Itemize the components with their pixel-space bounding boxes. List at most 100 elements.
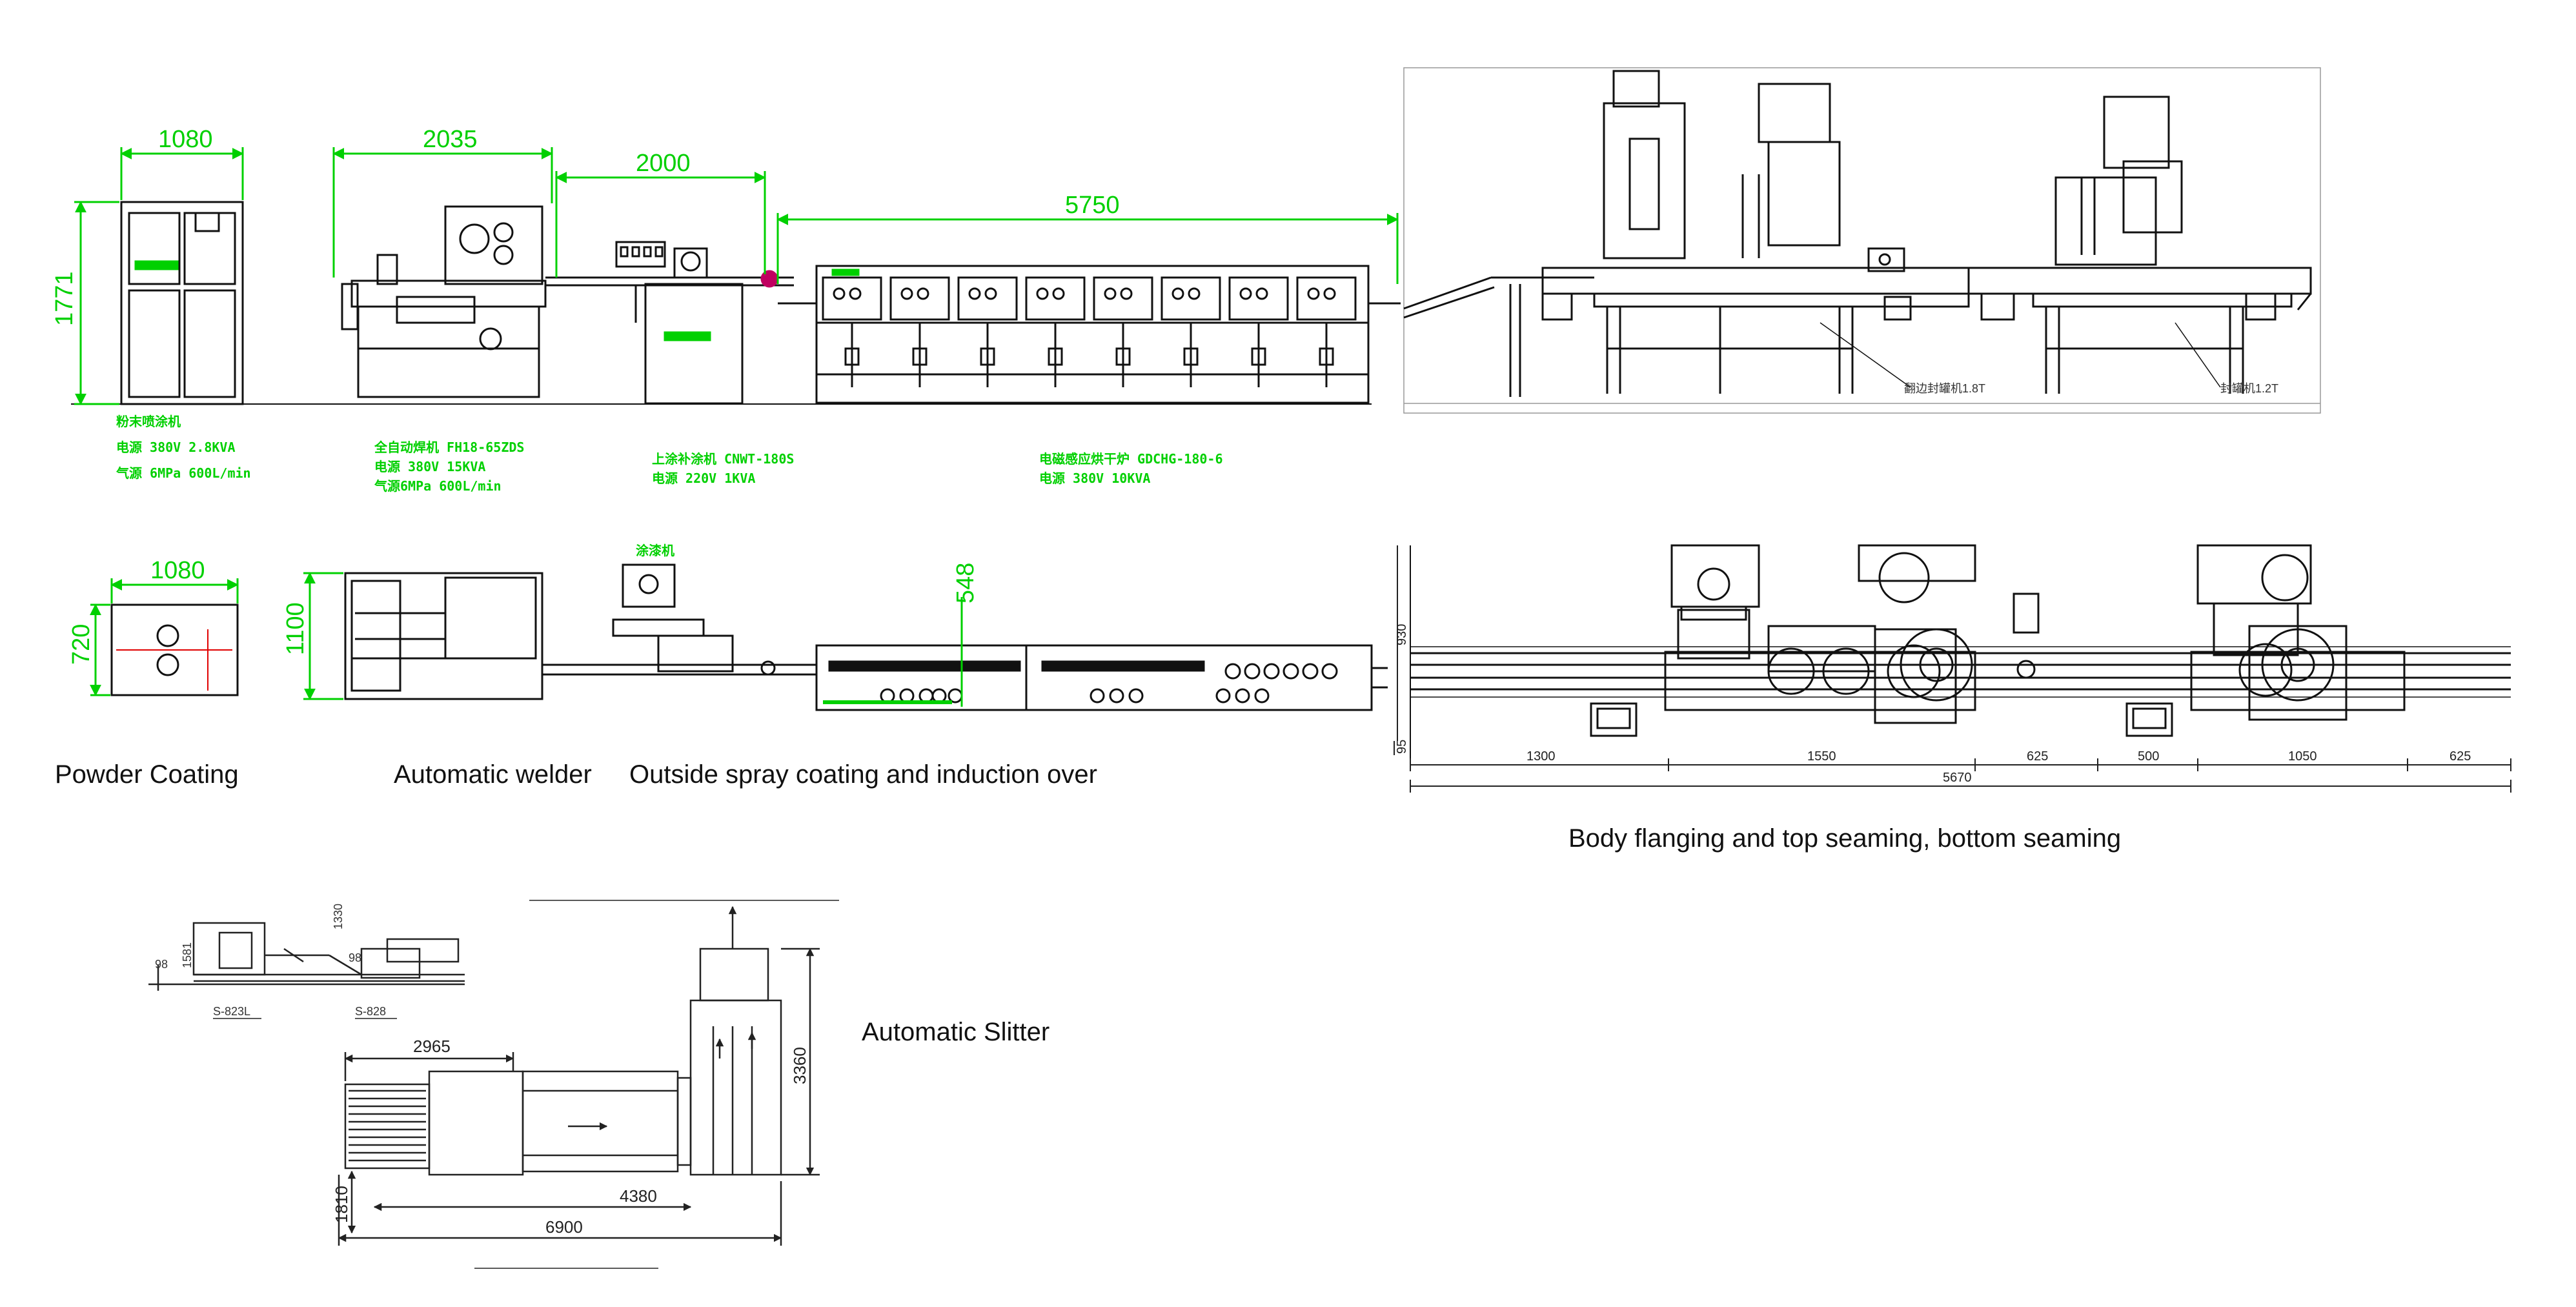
dim-1050: 1050 — [2288, 749, 2317, 764]
caption-body-flanging: Body flanging and top seaming, bottom se… — [1568, 824, 2121, 853]
oven-panel — [1161, 276, 1221, 321]
oven-gauge-icon — [984, 287, 997, 300]
oven-panel — [1025, 276, 1086, 321]
spec-m4-line1: 电源 380V 10KVA — [1039, 471, 1150, 486]
caption-automatic-slitter: Automatic Slitter — [862, 1018, 1050, 1046]
seamer-label-2: 封罐机1.2T — [2220, 382, 2278, 395]
oven-clamp — [1251, 347, 1266, 366]
dim-1581: 1581 — [181, 942, 194, 968]
dim-1550: 1550 — [1807, 749, 1836, 764]
line-elevation-drawing — [71, 201, 1401, 405]
powder-coater-elevation — [120, 201, 244, 405]
spec-m3-line0: 上涂补涂机 CNWT-180S — [652, 451, 794, 467]
oven-panels — [822, 276, 1357, 387]
spec-m1-line1: 电源 380V 2.8KVA — [116, 440, 236, 455]
seamer-plan-block-2 — [2125, 544, 2406, 737]
oven-plan-circle — [1235, 688, 1250, 704]
oven-panel — [822, 276, 882, 321]
oven-gauge-icon — [1104, 287, 1117, 300]
caption-automatic-welder: Automatic welder — [394, 760, 592, 789]
powder-coater-plan — [110, 603, 239, 696]
oven-clamp — [912, 347, 928, 366]
oven-gauge-icon — [1188, 287, 1201, 300]
oven-panel — [889, 276, 950, 321]
slitter-elevation — [148, 900, 839, 991]
dim-2035: 2035 — [423, 126, 478, 153]
dim-548: 548 — [952, 563, 979, 603]
oven-gauge-icon — [900, 287, 913, 300]
oven-panel — [1228, 276, 1289, 321]
flanging-seamer-1 — [1509, 70, 1970, 397]
oven-gauge-icon — [968, 287, 981, 300]
oven-gauge-icon — [917, 287, 929, 300]
caption-outside-spray: Outside spray coating and induction over — [629, 760, 1097, 789]
dim-5670: 5670 — [1943, 771, 1972, 785]
conveyor-elevation — [545, 276, 794, 323]
oven-gauge-icon — [1036, 287, 1049, 300]
oven-clamp — [1183, 347, 1199, 366]
dim-3360: 3360 — [790, 1047, 809, 1084]
dim-720: 720 — [68, 624, 95, 665]
seamer-plan-drawing — [1410, 544, 2511, 762]
oven-clamp — [980, 347, 995, 366]
dim-4380: 4380 — [620, 1186, 657, 1206]
slitter-drawing — [148, 900, 839, 1269]
induction-oven-plan — [815, 644, 1388, 711]
oven-gauge-icon — [849, 287, 862, 300]
spec-m2-line1: 电源 380V 15KVA — [374, 459, 485, 474]
slitter-stack-lines — [349, 1089, 426, 1162]
oven-plan-circle — [1128, 688, 1144, 704]
oven-plan-circle — [1302, 663, 1319, 680]
oven-plan-circle — [1263, 663, 1280, 680]
dim-2965: 2965 — [413, 1037, 451, 1056]
seamer-label-1: 翻边封罐机1.8T — [1904, 382, 1985, 395]
oven-plan-circle — [1224, 663, 1241, 680]
spec-m2-line2: 气源6MPa 600L/min — [374, 478, 502, 494]
oven-plan-circle — [1283, 663, 1299, 680]
dim-1300: 1300 — [1526, 749, 1556, 764]
dim-1330: 1330 — [332, 904, 345, 929]
spec-m1-line2: 气源 6MPa 600L/min — [116, 465, 251, 481]
oven-clamp — [844, 347, 860, 366]
dim-500: 500 — [2138, 749, 2159, 764]
dim-5750: 5750 — [1065, 192, 1120, 219]
oven-gauge-icon — [1307, 287, 1320, 300]
seamer-plan-block-1 — [1590, 544, 1976, 737]
welder-elevation — [341, 205, 547, 398]
line-elevation-dimensions — [74, 147, 1399, 405]
coating-station-plan — [612, 563, 776, 676]
dim-625-b: 625 — [2449, 749, 2471, 764]
oven-clamp — [1115, 347, 1131, 366]
spec-m4-line0: 电磁感应烘干炉 GDCHG-180-6 — [1039, 451, 1223, 467]
dim-1080-top: 1080 — [158, 126, 213, 153]
seamer-elevation-drawing — [1403, 67, 2321, 414]
dim-95: 95 — [1395, 740, 1409, 754]
oven-gauge-icon — [1239, 287, 1252, 300]
spec-m3-line1: 电源 220V 1KVA — [652, 471, 755, 486]
oven-gauge-icon — [1323, 287, 1336, 300]
seamer-plan-dimensions — [1394, 545, 2511, 793]
dim-1100: 1100 — [282, 602, 309, 655]
oven-plan-circle — [1321, 663, 1338, 680]
dim-1771: 1771 — [51, 271, 78, 326]
seamer-2 — [1967, 96, 2312, 394]
dim-2000: 2000 — [636, 150, 691, 177]
dim-6900: 6900 — [545, 1217, 583, 1237]
oven-plan-circle — [1090, 688, 1105, 704]
oven-plan-circles — [880, 663, 1338, 704]
dim-98-b: 98 — [349, 951, 361, 964]
dim-930: 930 — [1395, 624, 1409, 645]
oven-panel — [957, 276, 1018, 321]
oven-gauge-icon — [1052, 287, 1065, 300]
caption-powder-coating: Powder Coating — [55, 760, 239, 789]
coater-tag: 涂漆机 — [636, 543, 674, 558]
dim-1810: 1810 — [332, 1186, 351, 1223]
slitter-model-2: S-828 — [355, 1005, 386, 1018]
oven-plan-green-marker — [823, 700, 952, 704]
slitter-plan — [344, 906, 782, 1176]
oven-clamp — [1048, 347, 1063, 366]
dim-98-a: 98 — [155, 958, 168, 971]
oven-plan-circle — [1244, 663, 1261, 680]
oven-gauge-icon — [1255, 287, 1268, 300]
spec-m2-line0: 全自动焊机 FH18-65ZDS — [374, 440, 524, 455]
